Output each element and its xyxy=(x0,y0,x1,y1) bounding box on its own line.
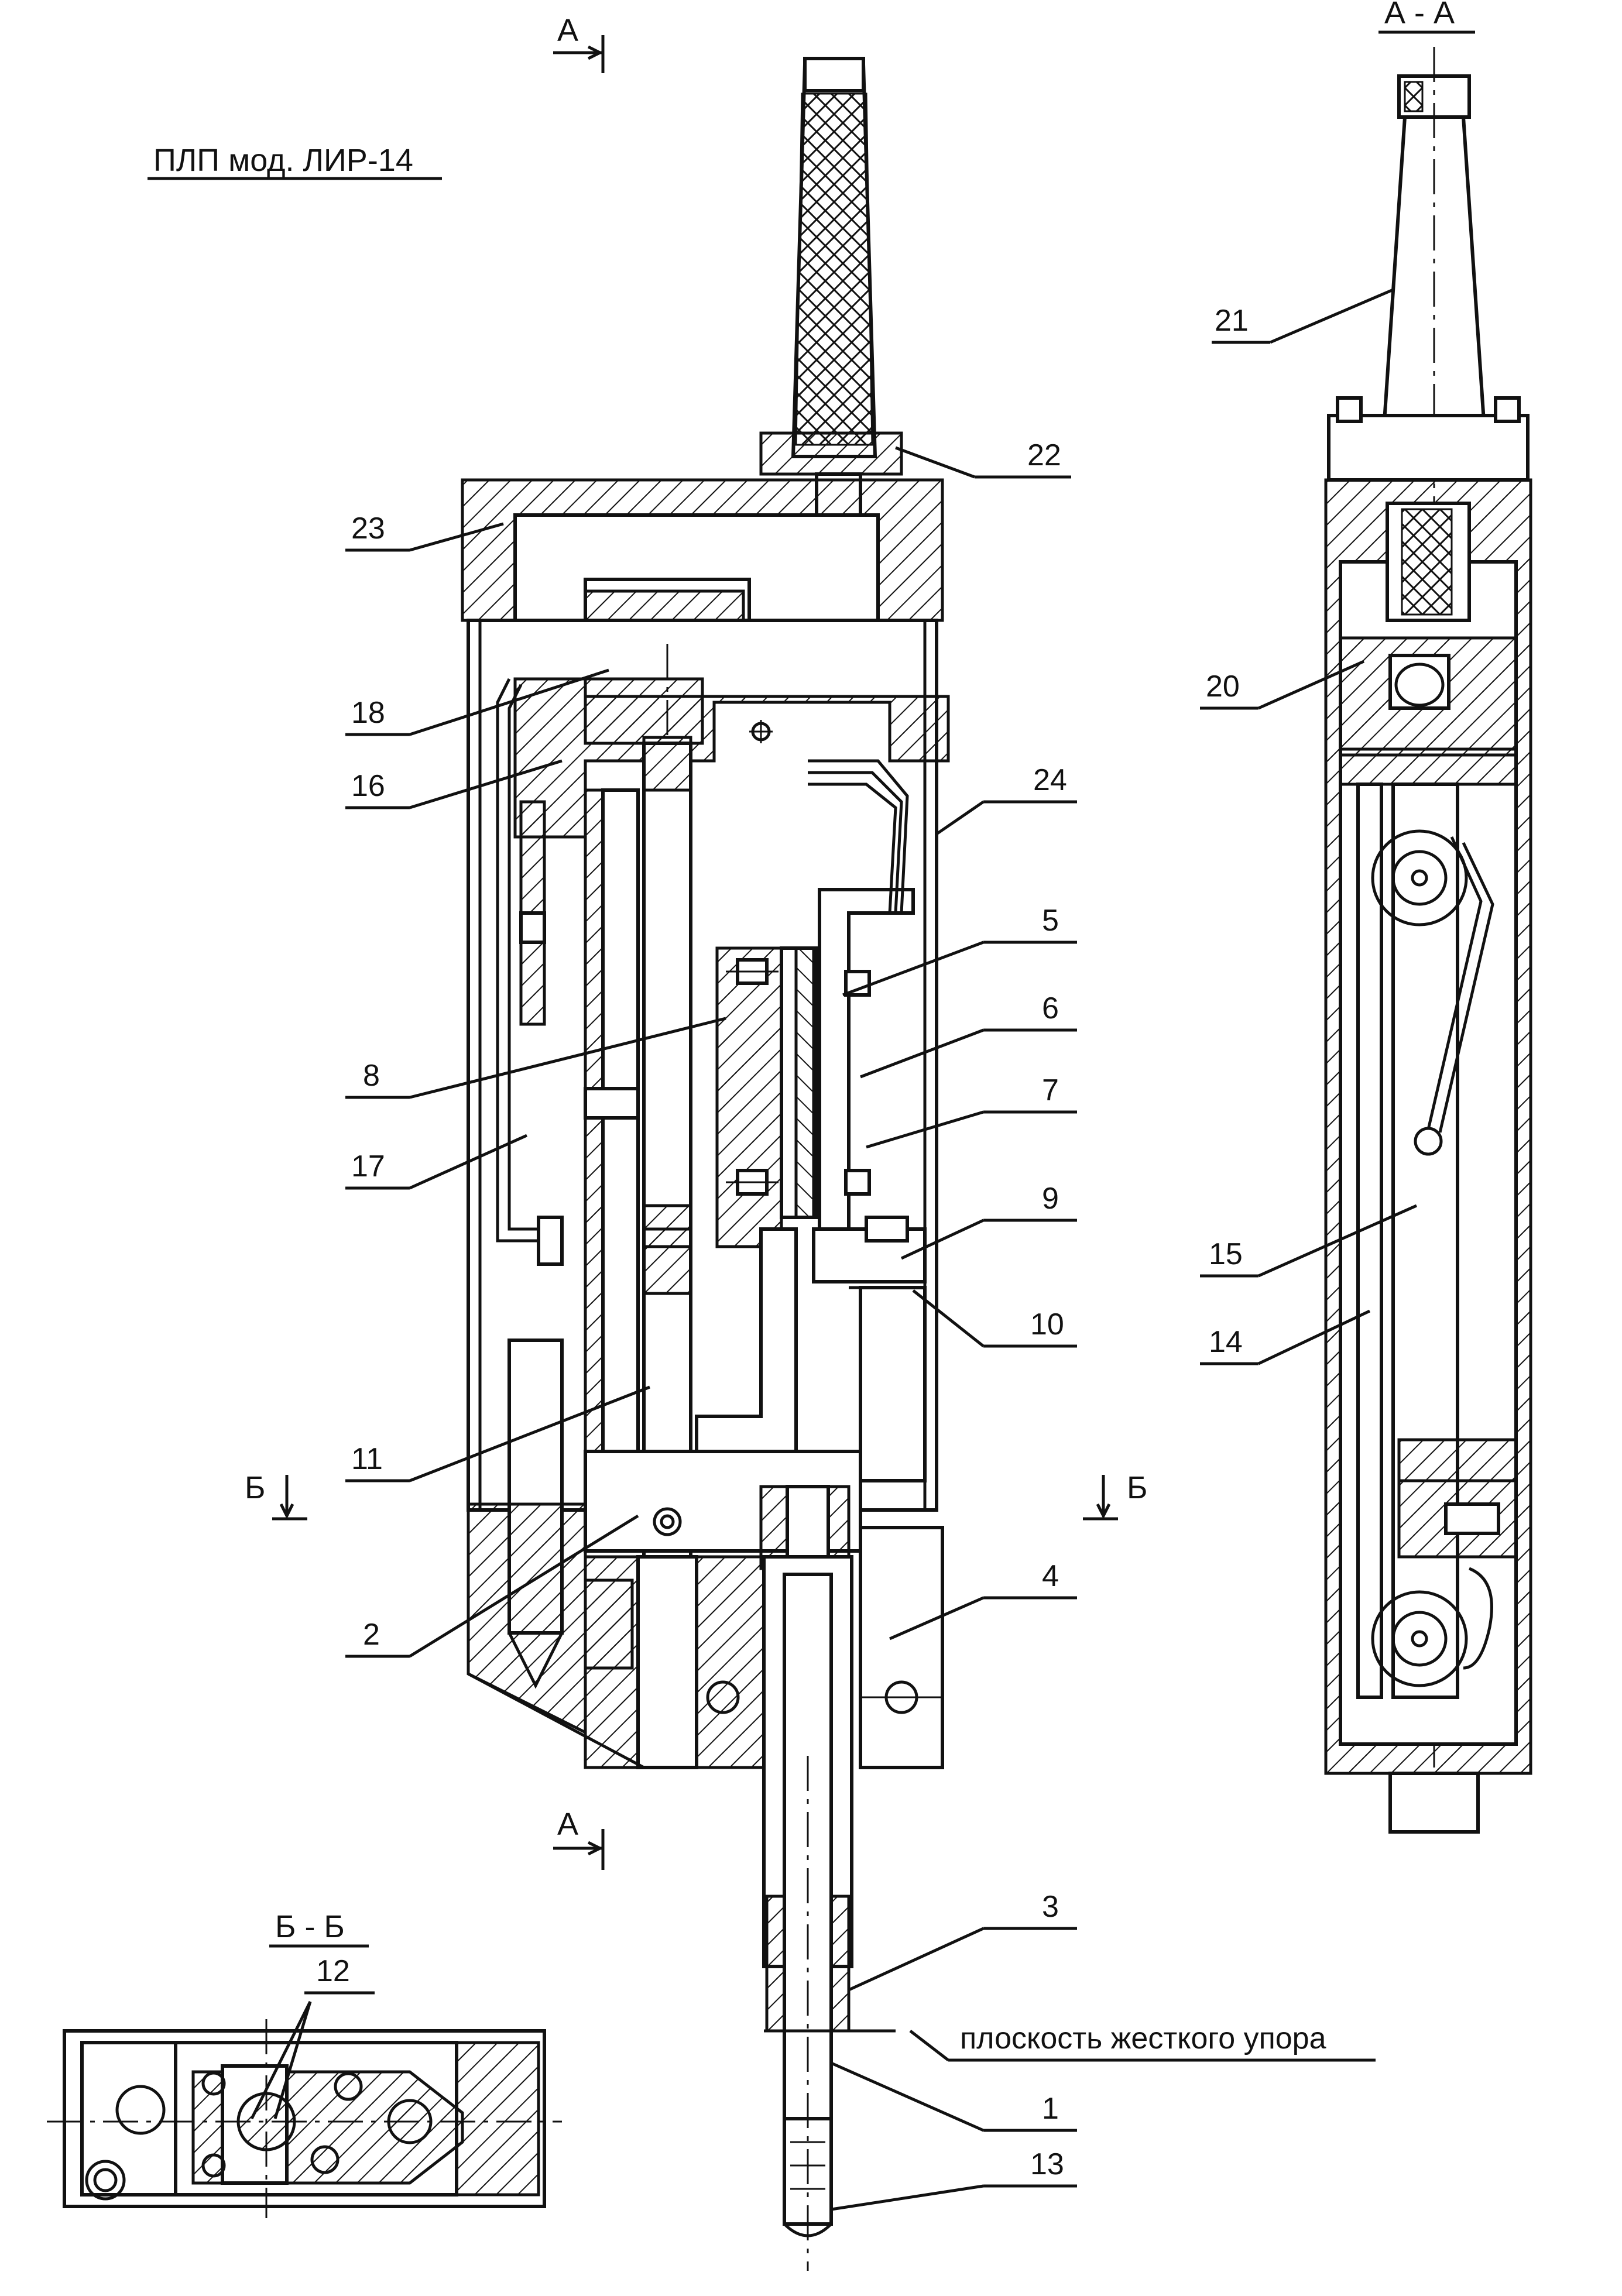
callouts: 22 23 18 16 24 5 6 7 8 9 xyxy=(250,288,1418,2211)
callout-10: 10 xyxy=(1030,1307,1064,1341)
callout-17: 17 xyxy=(351,1149,385,1183)
callout-23: 23 xyxy=(351,512,385,545)
annotation-plane: плоскость жесткого упора xyxy=(960,2022,1326,2055)
svg-text:А: А xyxy=(557,1807,578,1842)
callout-7: 7 xyxy=(1042,1073,1059,1107)
callout-11: 11 xyxy=(351,1442,383,1476)
rod-14 xyxy=(1356,783,1383,1699)
callout-13: 13 xyxy=(1030,2147,1064,2181)
callout-12: 12 xyxy=(316,1954,350,1988)
callout-16: 16 xyxy=(351,769,385,803)
section-mark-a-bottom: А xyxy=(553,1807,605,1870)
drawing-title: ПЛП мод. ЛИР-14 xyxy=(153,143,413,178)
callout-9: 9 xyxy=(1042,1182,1059,1216)
callout-18: 18 xyxy=(351,696,385,730)
section-mark-a-top: А xyxy=(553,13,605,73)
callout-4: 4 xyxy=(1042,1559,1059,1593)
callout-24: 24 xyxy=(1033,763,1067,797)
view-b-b: Б - Б xyxy=(47,1909,562,2218)
right-lug xyxy=(859,1526,944,1769)
section-mark-b-right: Б xyxy=(1083,1470,1147,1521)
callout-15: 15 xyxy=(1209,1237,1243,1271)
section-mark-b-left: Б xyxy=(245,1470,307,1521)
probe-rod-1 xyxy=(783,1573,833,2161)
callout-8: 8 xyxy=(363,1059,380,1093)
callout-20: 20 xyxy=(1206,670,1240,703)
callout-21: 21 xyxy=(1215,304,1249,338)
callout-14: 14 xyxy=(1209,1325,1243,1359)
callout-2: 2 xyxy=(363,1618,380,1652)
screw-11 xyxy=(584,788,605,1465)
cable-gland xyxy=(759,431,903,476)
scale-plate xyxy=(715,946,783,1248)
callout-5: 5 xyxy=(1042,904,1059,938)
main-section-view: плоскость жесткого упора xyxy=(461,57,1376,2271)
svg-text:А: А xyxy=(557,13,578,48)
callout-6: 6 xyxy=(1042,991,1059,1025)
svg-text:Б - Б: Б - Б xyxy=(275,1909,345,1944)
svg-text:Б: Б xyxy=(1127,1470,1147,1505)
svg-text:Б: Б xyxy=(245,1470,265,1505)
callout-3: 3 xyxy=(1042,1890,1059,1924)
view-a-a: А - А xyxy=(1324,0,1532,1834)
cable-braid xyxy=(795,92,873,446)
svg-text:А - А: А - А xyxy=(1384,0,1455,30)
callout-22: 22 xyxy=(1027,438,1061,472)
block-10 xyxy=(859,1286,927,1482)
callout-1: 1 xyxy=(1042,2092,1059,2126)
